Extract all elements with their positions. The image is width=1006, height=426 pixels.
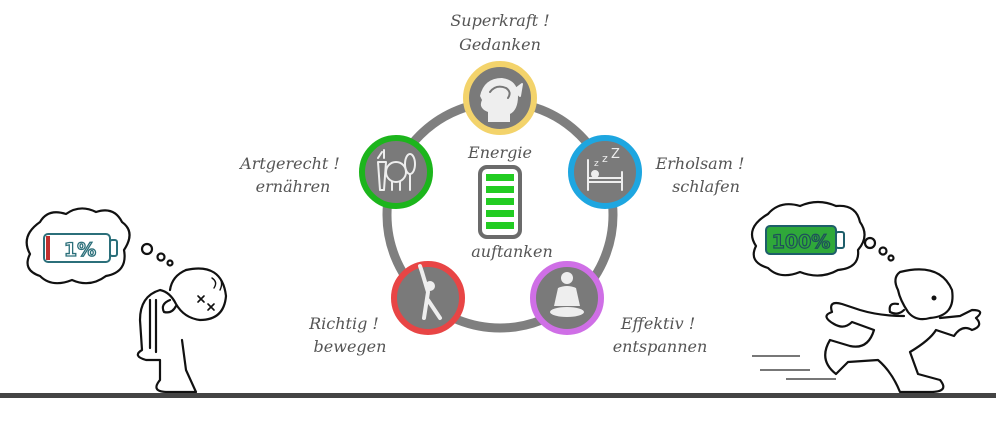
node-sleep: z z Z Erholsam ! schlafen xyxy=(568,135,745,209)
center-subtitle: auftanken xyxy=(471,242,553,261)
node-move-line1: Richtig ! xyxy=(308,314,379,333)
node-nutrition-line2: ernähren xyxy=(256,177,331,196)
node-thoughts-line2: Gedanken xyxy=(459,35,541,54)
low-battery-icon: 1% xyxy=(43,233,118,263)
node-relax-line1: Effektiv ! xyxy=(620,314,695,333)
speed-lines xyxy=(752,355,836,380)
center-title: Energie xyxy=(467,143,532,162)
node-thoughts-line1: Superkraft ! xyxy=(450,11,549,30)
node-move: Richtig ! bewegen xyxy=(308,261,465,356)
full-battery-icon xyxy=(478,165,522,239)
full-battery-thought-icon: 100% xyxy=(765,225,845,255)
node-sleep-line1: Erholsam ! xyxy=(655,154,745,173)
exhausted-character: 1% xyxy=(25,207,228,394)
thought-cloud xyxy=(750,200,866,277)
node-nutrition-line1: Artgerecht ! xyxy=(238,154,340,173)
thought-cloud xyxy=(25,207,131,285)
node-move-line2: bewegen xyxy=(314,337,387,356)
node-thoughts: Superkraft ! Gedanken xyxy=(450,11,550,135)
node-relax-line2: entspannen xyxy=(613,337,708,356)
meditation-icon xyxy=(550,272,584,317)
full-battery-text: 100% xyxy=(772,231,831,253)
brain-head-icon xyxy=(480,78,523,122)
yoga-pose-icon xyxy=(418,264,442,320)
node-nutrition: Artgerecht ! ernähren xyxy=(238,135,433,209)
node-relax: Effektiv ! entspannen xyxy=(530,261,708,356)
ground-line xyxy=(0,393,996,398)
low-battery-text: 1% xyxy=(64,239,96,261)
vegetables-icon xyxy=(377,149,416,191)
running-character: 100% xyxy=(750,200,982,394)
svg-text:Z: Z xyxy=(611,147,620,162)
svg-text:z: z xyxy=(602,152,608,165)
svg-text:z: z xyxy=(594,159,599,169)
node-sleep-line2: schlafen xyxy=(672,177,740,196)
sleeping-bed-icon: z z Z xyxy=(587,147,623,191)
